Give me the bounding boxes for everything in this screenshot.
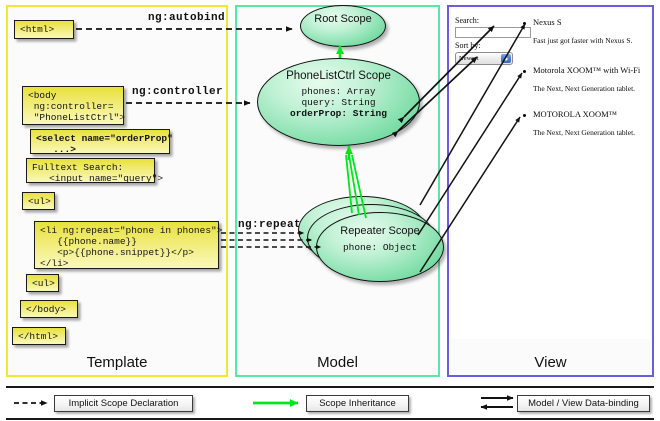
legend-label-model-view-databinding: Model / View Data-binding <box>517 395 650 412</box>
phone-title[interactable]: MOTOROLA XOOM™ <box>533 109 617 119</box>
root-scope-title: Root Scope <box>314 13 372 25</box>
phonelistctrl-prop-phones: phones: Array <box>301 85 376 97</box>
code-box-ul-close: <ul> <box>26 274 59 292</box>
phone-snippet: Fast just got faster with Nexus S. <box>533 36 633 45</box>
legend-divider-top <box>6 386 654 388</box>
list-bullet <box>523 114 526 117</box>
sort-by-select[interactable]: Newest <box>455 52 513 65</box>
column-label-template: Template <box>86 354 148 371</box>
view-panel-content: Search: Sort by: Newest Nexus S Fast jus… <box>451 9 650 339</box>
search-label: Search: <box>455 16 479 25</box>
code-box-fulltext-search: Fulltext Search: <input name="query"> <box>26 158 163 184</box>
phonelistctrl-scope-title: PhoneListCtrl Scope <box>286 70 391 82</box>
phonelistctrl-prop-orderprop: orderProp: String <box>290 107 387 119</box>
code-box-ul-open: <ul> <box>22 192 55 210</box>
phone-title[interactable]: Nexus S <box>533 17 562 27</box>
ellipse-repeater-scope-front: Repeater Scope phone: Object <box>316 212 444 282</box>
sort-by-selected-value: Newest <box>459 55 479 62</box>
sort-by-label: Sort by: <box>455 41 481 50</box>
repeater-prop-phone: phone: Object <box>342 242 418 254</box>
code-box-body-close: </body> <box>20 300 78 318</box>
search-input[interactable] <box>455 27 531 38</box>
repeater-scope-title: Repeater Scope <box>340 225 420 237</box>
legend-divider-bottom <box>6 418 654 420</box>
phone-snippet: The Next, Next Generation tablet. <box>533 128 636 137</box>
chevron-updown-icon[interactable] <box>501 54 511 63</box>
connector-label-ng-autobind: ng:autobind <box>148 12 226 24</box>
list-bullet <box>523 22 526 25</box>
phone-snippet: The Next, Next Generation tablet. <box>533 84 636 93</box>
code-box-html-close: </html> <box>12 327 66 345</box>
code-box-html-open: <html> <box>14 20 74 39</box>
legend-arrow-databinding <box>480 395 514 410</box>
legend-label-implicit-scope-declaration: Implicit Scope Declaration <box>54 395 193 412</box>
column-label-view: View <box>534 354 567 371</box>
connector-label-ng-controller: ng:controller <box>132 86 224 98</box>
code-box-li-ngrepeat: <li ng:repeat="phone in phones"> {{phone… <box>34 221 222 269</box>
connector-label-ng-repeat: ng:repeat <box>238 219 302 231</box>
list-bullet <box>523 70 526 73</box>
code-box-body-controller: <body ng:controller= "PhoneListCtrl"> <box>22 86 125 125</box>
ellipse-phonelistctrl-scope: PhoneListCtrl Scope phones: Array query:… <box>257 58 420 146</box>
legend-label-scope-inheritance: Scope Inheritance <box>306 395 409 412</box>
column-template: Template <box>6 5 228 377</box>
ellipse-root-scope: Root Scope <box>300 5 386 47</box>
column-label-model: Model <box>317 354 358 371</box>
phone-title[interactable]: Motorola XOOM™ with Wi-Fi <box>533 65 641 75</box>
phonelistctrl-prop-query: query: String <box>301 96 376 108</box>
code-box-select-orderprop: <select name="orderProp" ...> <box>30 129 173 155</box>
